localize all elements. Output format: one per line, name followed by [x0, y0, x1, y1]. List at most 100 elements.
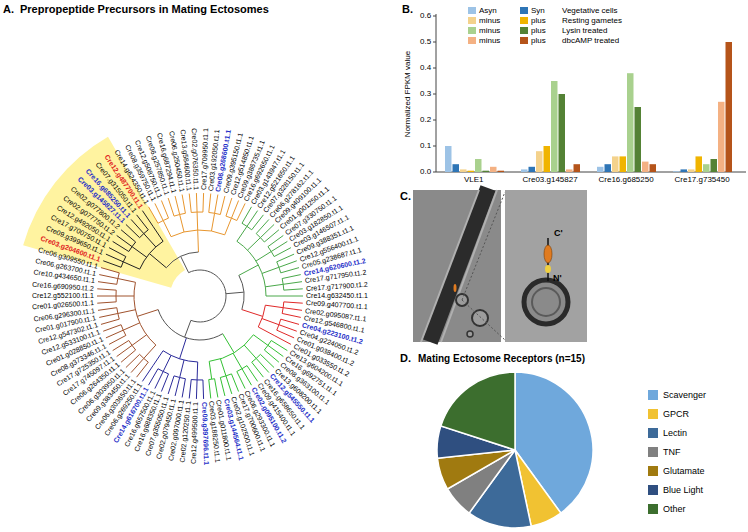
tree-branch — [242, 207, 252, 223]
tree-branch — [283, 282, 302, 285]
tree-branch — [123, 262, 139, 269]
legend-text: Other — [663, 504, 686, 515]
tree-branch — [163, 355, 171, 371]
em-inset — [505, 190, 587, 342]
bar — [544, 146, 551, 172]
legend-swatch — [468, 17, 476, 24]
legend-text: Blue Light — [663, 485, 703, 496]
tree-branch — [97, 289, 116, 290]
legend-text: minus — [479, 16, 500, 26]
axis-tick — [433, 94, 436, 95]
legend-text: plus — [531, 26, 546, 36]
tree-branch — [132, 335, 147, 346]
tick-label: 0.6 — [420, 11, 431, 21]
tree-branch — [196, 193, 198, 212]
tree-branch — [209, 194, 211, 213]
category-label: Cre16.g685250 — [599, 175, 654, 185]
y-axis — [436, 14, 437, 172]
tree-branch — [168, 198, 174, 216]
legend-text: minus — [479, 26, 500, 36]
tree-branch — [106, 254, 123, 262]
tree-branch — [189, 194, 191, 213]
tree-branch — [132, 247, 147, 258]
tree-branch — [197, 230, 199, 252]
tree-branch — [185, 320, 191, 337]
axis-tick — [433, 68, 436, 69]
tree-branch — [247, 366, 258, 382]
tree-branch — [253, 335, 268, 346]
tree-branch — [233, 353, 242, 369]
tree-branch — [202, 193, 204, 212]
legend-swatch — [468, 27, 476, 34]
tree-branch — [271, 241, 287, 251]
tree-branch — [109, 248, 126, 257]
axis-tick — [433, 120, 436, 121]
tree-branch — [189, 380, 191, 399]
bar — [536, 151, 543, 172]
tree-branch — [209, 380, 211, 399]
legend-description: Resting gametes — [562, 16, 622, 26]
legend-swatch — [520, 7, 528, 14]
panel-letter: D. — [400, 352, 411, 365]
tree-branch — [239, 265, 258, 275]
bar — [673, 171, 680, 173]
tree-branch — [118, 279, 136, 283]
tick-label: 0.5 — [420, 37, 431, 47]
panel-letter: B. — [402, 3, 413, 16]
tree-branch — [197, 212, 199, 230]
tree-branch — [274, 248, 291, 257]
bar — [650, 164, 657, 172]
tree-branch — [106, 330, 123, 338]
bar — [521, 169, 528, 172]
tree-branch — [262, 319, 279, 325]
bar — [490, 167, 497, 172]
bar — [696, 156, 703, 172]
tree-branch — [281, 319, 299, 324]
tree-branch — [231, 374, 238, 392]
tree-branch — [180, 338, 187, 359]
legend-text: Scavenger — [663, 390, 706, 401]
tree-branch — [225, 218, 232, 235]
tree-branch — [209, 361, 212, 379]
legend-swatch — [468, 37, 476, 44]
tree-branch — [279, 325, 297, 332]
tree-branch — [98, 282, 117, 285]
tree-branch — [197, 362, 199, 380]
tree-branch — [226, 292, 244, 294]
tree-branch — [266, 296, 284, 297]
bar — [642, 162, 649, 172]
legend-swatch — [468, 7, 476, 14]
legend-swatch — [648, 428, 658, 438]
tree-branch — [237, 203, 245, 220]
receptor-icon — [454, 284, 457, 292]
axis-tick — [433, 146, 436, 147]
tree-branch — [113, 341, 129, 351]
legend-text: Syn — [531, 6, 545, 16]
bar — [726, 42, 733, 172]
ectosome — [467, 331, 473, 337]
axis-tick — [433, 172, 436, 173]
tree-root — [189, 270, 226, 322]
bar — [597, 167, 604, 172]
tree-branch — [175, 378, 180, 396]
tree-branch — [155, 203, 163, 220]
bar — [635, 107, 642, 172]
bar — [445, 146, 452, 172]
tree-branch — [144, 345, 156, 358]
bar — [718, 102, 725, 172]
tree-branch — [103, 261, 121, 268]
ectosome-zoom — [524, 280, 568, 324]
legend-description: dbcAMP treated — [562, 36, 619, 46]
tree-branch — [118, 310, 136, 314]
ectosome — [472, 310, 488, 326]
tree-branch — [282, 275, 301, 279]
tree-branch — [153, 351, 163, 366]
tree-branch — [109, 335, 126, 344]
tree-branch — [242, 369, 252, 385]
tree-branch — [283, 308, 302, 311]
legend-text: plus — [531, 36, 546, 46]
flagellum-edge — [421, 190, 479, 342]
tree-branch — [153, 226, 163, 241]
tree-branch — [116, 296, 134, 297]
tree-branch — [180, 215, 184, 232]
